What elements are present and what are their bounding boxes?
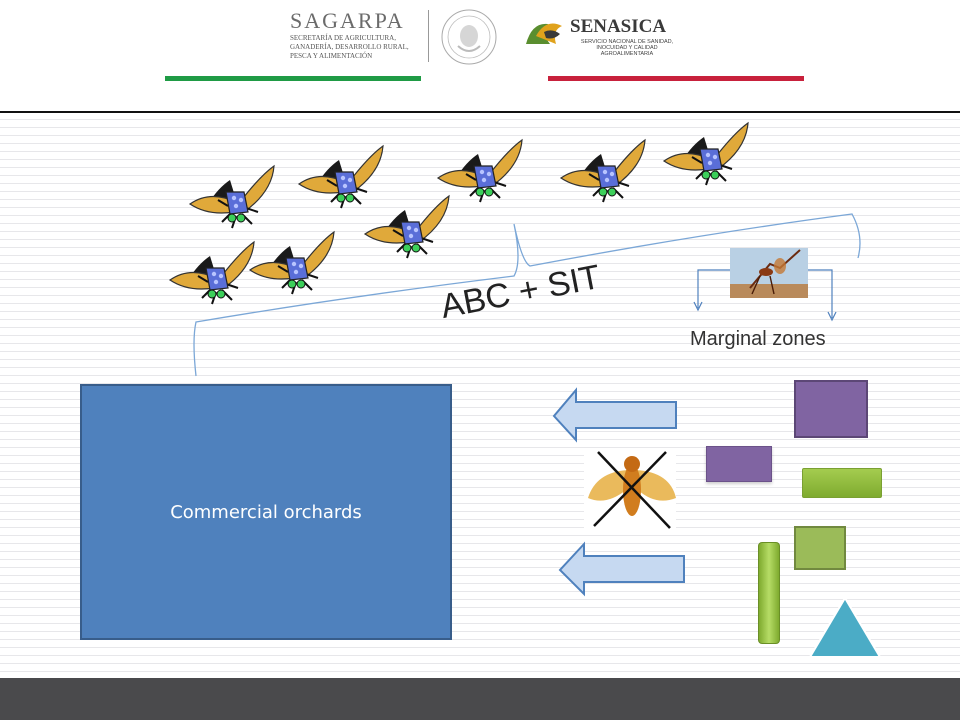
senasica-logo: SENASICA SERVICIO NACIONAL DE SANIDAD, I… xyxy=(522,14,682,62)
senasica-logo-name: SENASICA xyxy=(570,16,667,37)
wasp-photo xyxy=(730,248,808,298)
arrow-left-top xyxy=(552,387,677,443)
fly-icon-8 xyxy=(249,231,335,295)
fly-icon-5 xyxy=(560,139,646,203)
senasica-logo-sub-1: SERVICIO NACIONAL DE SANIDAD, xyxy=(580,39,674,45)
sagarpa-logo-sub-2: GANADERÍA, DESARROLLO RURAL, xyxy=(290,43,409,51)
fly-icon-4 xyxy=(437,139,523,203)
commercial-orchards-label: Commercial orchards xyxy=(170,501,362,523)
fly-icon-3 xyxy=(364,195,450,259)
brace-line xyxy=(193,213,861,377)
fly-icon-1 xyxy=(189,165,275,229)
crossed-fruit-fly-photo xyxy=(584,448,676,532)
logo-divider xyxy=(428,10,429,62)
green-square xyxy=(794,526,846,570)
fly-icon-2 xyxy=(298,145,384,209)
red-accent-line xyxy=(548,76,804,81)
fly-icon-7 xyxy=(169,241,255,305)
header: SAGARPA SECRETARÍA DE AGRICULTURA, GANAD… xyxy=(0,0,960,112)
senasica-emblem-icon xyxy=(526,23,562,44)
green-bar xyxy=(802,468,882,498)
footer-bar xyxy=(0,678,960,720)
purple-rectangle xyxy=(706,446,772,482)
green-pillar xyxy=(758,542,780,644)
commercial-orchards-box: Commercial orchards xyxy=(80,384,452,640)
purple-square xyxy=(794,380,868,438)
marginal-zones-label: Marginal zones xyxy=(690,328,826,350)
sagarpa-logo-sub-1: SECRETARÍA DE AGRICULTURA, xyxy=(290,34,396,42)
sagarpa-logo-name: SAGARPA xyxy=(290,8,405,33)
senasica-logo-sub-3: AGROALIMENTARIA xyxy=(600,51,654,57)
mexico-seal-icon xyxy=(441,9,497,65)
fly-icon-6 xyxy=(663,122,749,186)
senasica-logo-sub-2: INOCUIDAD Y CALIDAD xyxy=(596,45,658,51)
sagarpa-logo: SAGARPA SECRETARÍA DE AGRICULTURA, GANAD… xyxy=(290,8,430,61)
green-accent-line xyxy=(165,76,421,81)
right-down-arrow xyxy=(808,269,833,318)
header-rule xyxy=(0,111,960,113)
senasica-logo-sub: SERVICIO NACIONAL DE SANIDAD, INOCUIDAD … xyxy=(572,39,682,57)
arrow-left-bottom xyxy=(558,541,685,597)
sagarpa-logo-sub-3: PESCA Y ALIMENTACIÓN xyxy=(290,52,373,60)
